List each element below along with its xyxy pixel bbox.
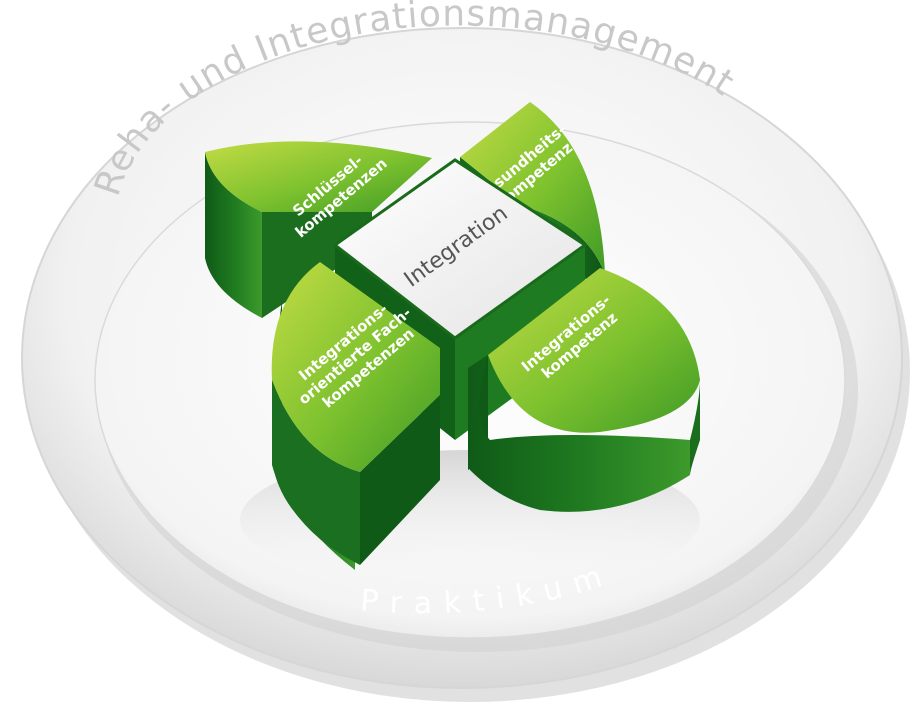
segment-fach-top: [271, 262, 440, 472]
segment-integration-curve: [690, 380, 700, 475]
center-block-top: [332, 158, 588, 340]
segment-schluessel: Schlüssel- kompetenzen: [205, 141, 432, 318]
segment-fach: Integrations- orientierte Fach- kompeten…: [271, 262, 440, 570]
segment-fach-front: [272, 380, 360, 565]
segment-integration-front: [468, 355, 690, 512]
segment-integration-top: [488, 268, 700, 433]
segment-schluessel-top: [205, 141, 432, 212]
segment-schluessel-side: [205, 152, 262, 318]
segment-fach-right: [360, 395, 440, 565]
segment-gesundheit-top: [460, 102, 605, 275]
